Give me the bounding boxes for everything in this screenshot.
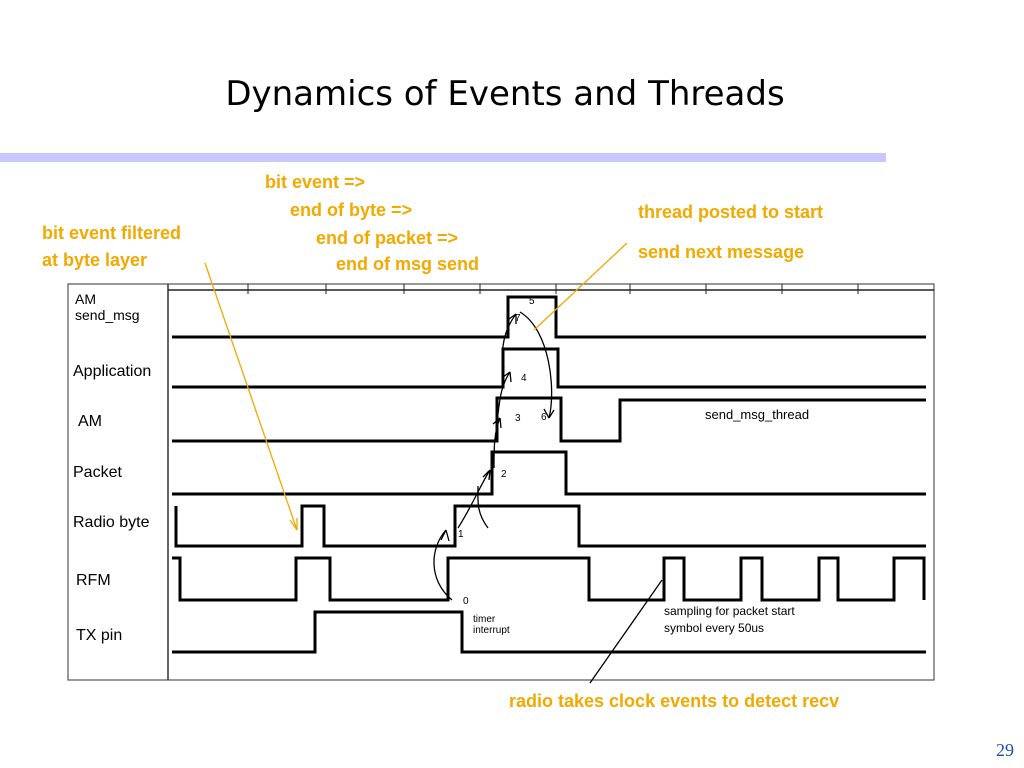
annotation-end-of-packet: end of packet => [316,228,459,248]
sampling-label: sampling for packet start symbol every 5… [664,603,795,637]
arrow-3-to-4 [497,371,511,415]
thread-label: send_msg_thread [705,407,810,422]
event-number-7: 7 [515,313,521,324]
event-number-5: 5 [529,296,535,307]
leader-filtered [204,262,298,531]
event-arrows [433,311,555,601]
arrow-1-to-2 [457,469,491,529]
arrow-4-to-5 [501,313,517,369]
slide-title: Dynamics of Events and Threads [225,74,785,114]
event-number-3: 3 [515,413,521,424]
annotation-end-of-byte: end of byte => [290,200,413,220]
timer-line2: interrupt [473,625,510,636]
event-number-0: 0 [463,596,469,607]
timer-line1: timer [473,614,496,625]
page-number: 29 [996,740,1014,760]
signal-label-tx-pin: TX pin [76,627,123,644]
annotation-bit-event: bit event => [265,172,366,192]
annotation-end-of-msg: end of msg send [336,254,480,274]
signal-label-rfm: RFM [76,572,111,589]
leader-thread-posted [533,242,628,331]
leader-radio-clock [589,579,663,684]
signal-label-am: AM [78,413,102,430]
signal-label-am-send-msg: AM send_msg [75,291,140,323]
arrow-0-to-1 [433,529,453,601]
signal-label-radio-byte: Radio byte [73,514,150,531]
waveform-application [172,347,926,389]
event-number-1: 1 [458,529,464,540]
waveform-tx-pin [172,610,926,654]
annotation-thread-posted: thread posted to start [638,202,824,222]
arrow-packet-loop [477,485,489,529]
waveform-rfm [172,556,926,602]
annotation-filtered-line2: at byte layer [42,250,148,270]
waveform-radio-byte [174,504,926,548]
event-number-6: 6 [541,412,547,423]
annotation-filtered-line1: bit event filtered [42,223,182,243]
annotation-radio-clock: radio takes clock events to detect recv [509,691,840,711]
waveform-packet [172,450,926,496]
waveform-am-send-msg [172,295,926,339]
signal-label-application: Application [73,363,152,380]
timer-interrupt-label: timer interrupt [473,614,510,636]
arrow-5-to-6 [519,311,553,419]
waveform-am [172,396,926,443]
signal-label-line1: AM [75,291,96,307]
event-number-4: 4 [521,373,527,384]
sampling-line1: sampling for packet start [664,604,795,618]
title-rule [0,153,886,162]
signal-label-line2: send_msg [75,307,140,323]
diagram-frame [67,283,935,681]
time-ticks [247,284,859,294]
arrow-2-to-3 [493,417,501,469]
annotation-send-next: send next message [638,242,805,262]
signal-label-packet: Packet [73,464,122,481]
event-number-2: 2 [501,469,507,480]
sampling-line2: symbol every 50us [664,621,765,635]
